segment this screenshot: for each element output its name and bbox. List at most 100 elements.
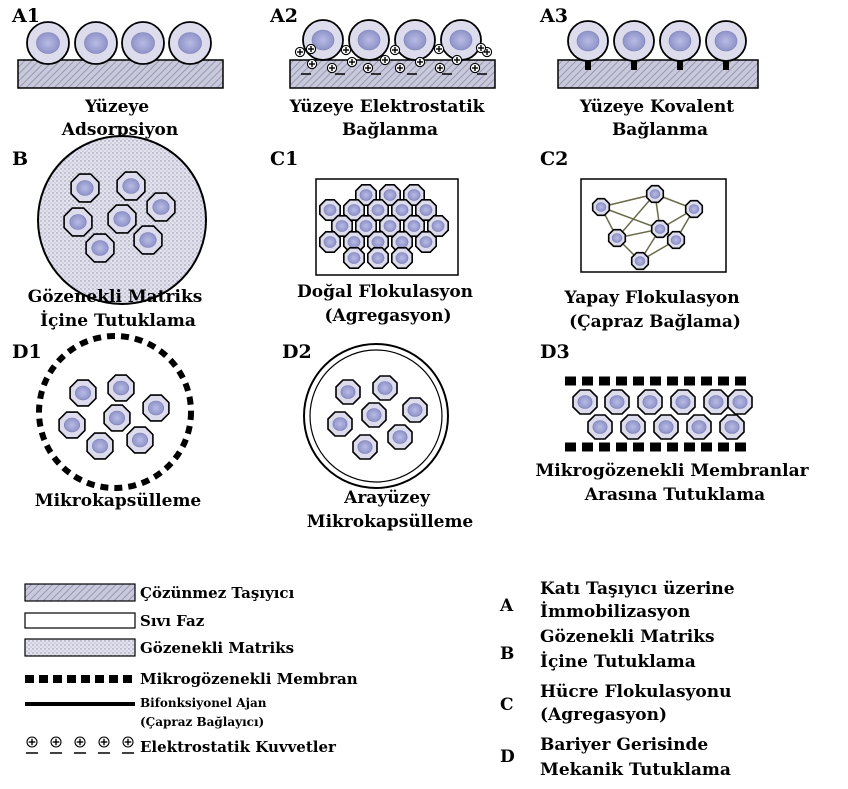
cell [349, 20, 389, 60]
cell [122, 22, 164, 64]
category-letter: B [500, 644, 514, 664]
legend-label: Çözünmez Taşıyıcı [140, 584, 295, 602]
category-letter: D [500, 747, 515, 767]
cell [127, 427, 153, 453]
cell [573, 390, 597, 414]
legend-label: Gözenekli Matriks [140, 639, 294, 657]
category-letter: C [500, 695, 514, 715]
panel-d1-caption-line: Mikrokapsülleme [35, 491, 202, 511]
panel-c1-caption-line: Doğal Flokulasyon [297, 282, 473, 302]
legend-label: Mikrogözenekli Membran [140, 670, 358, 688]
charge-sign [476, 43, 485, 52]
cell [134, 226, 162, 254]
legend: Çözünmez Taşıyıcı Sıvı Faz Gözenekli Mat… [25, 584, 358, 756]
legend-label: Bifonksiyonel Ajan [140, 696, 267, 710]
panel-a2-caption-line: Yüzeye Elektrostatik [289, 97, 486, 117]
category-label: Katı Taşıyıcı üzerine [540, 579, 735, 599]
panel-a3-figure [558, 21, 758, 88]
category-label: İmmobilizasyon [540, 601, 690, 622]
category-label: (Agregasyon) [540, 705, 667, 725]
cell [108, 205, 136, 233]
cell [392, 248, 412, 268]
panel-a2-caption-line: Bağlanma [342, 120, 438, 140]
cell [104, 405, 130, 431]
cell [660, 21, 700, 61]
panel-d2-tag: D2 [282, 341, 312, 363]
panel-a1-tag: A1 [11, 5, 40, 27]
panel-d1-tag: D1 [12, 341, 42, 363]
panel-c2-tag: C2 [540, 148, 568, 170]
cell [362, 403, 386, 427]
panel-b-tag: B [12, 148, 28, 170]
legend-dotted-box-symbol [25, 639, 135, 656]
cell [706, 21, 746, 61]
panel-c2-caption-line: Yapay Flokulasyon [563, 288, 739, 308]
charge-sign [306, 44, 315, 53]
cell [147, 193, 175, 221]
panel-a1-figure [18, 22, 223, 88]
category-label: İçine Tutuklama [540, 651, 696, 672]
cell [638, 390, 662, 414]
cell [605, 390, 629, 414]
panel-a1-caption-line: Yüzeye [84, 97, 149, 117]
panel-d2-caption: Arayüzey Mikrokapsülleme [307, 488, 474, 532]
cell [588, 415, 612, 439]
panel-c1-caption-line: (Agregasyon) [325, 306, 452, 326]
cell [373, 376, 397, 400]
panel-b-caption: Gözenekli Matriks İçine Tutuklama [28, 287, 209, 331]
cell [403, 398, 427, 422]
cell [441, 20, 481, 60]
legend-label: Elektrostatik Kuvvetler [140, 738, 337, 756]
panel-b-caption-line: Gözenekli Matriks [28, 287, 203, 307]
charge-sign [435, 63, 444, 72]
cell [169, 22, 211, 64]
panel-d3-figure [565, 381, 752, 447]
charge-sign [363, 63, 372, 72]
charge-sign [390, 45, 399, 54]
panel-b-figure [38, 136, 206, 304]
category-label: Mekanik Tutuklama [540, 760, 731, 780]
cell [614, 21, 654, 61]
charge-sign [341, 45, 350, 54]
cell [344, 248, 364, 268]
charge-sign [307, 59, 316, 68]
cell [647, 186, 664, 203]
charge-sign [347, 57, 356, 66]
panel-a3-caption-line: Yüzeye Kovalent [579, 97, 734, 117]
cell [353, 435, 377, 459]
cell [686, 201, 703, 218]
charge-sign [380, 55, 389, 64]
category-key: A Katı Taşıyıcı üzerine İmmobilizasyon B… [499, 579, 735, 780]
cell [687, 415, 711, 439]
cell [71, 174, 99, 202]
charge-sign [51, 737, 61, 747]
cell [568, 21, 608, 61]
panel-a3-caption-line: Bağlanma [612, 120, 708, 140]
panel-d2-figure [304, 344, 448, 488]
cell [108, 375, 134, 401]
panel-d3-caption-line: Mikrogözenekli Membranlar [535, 461, 809, 481]
cell [652, 221, 669, 238]
cell [64, 208, 92, 236]
cell [27, 22, 69, 64]
category-letter: A [499, 596, 514, 616]
panel-a2-figure [290, 20, 495, 88]
cell [303, 20, 343, 60]
cell [328, 412, 352, 436]
panel-a2-tag: A2 [269, 5, 298, 27]
charge-sign [295, 47, 304, 56]
cell [388, 425, 412, 449]
charge-sign [452, 55, 461, 64]
cell [668, 232, 685, 249]
legend-label: Sıvı Faz [140, 612, 205, 630]
panel-a3-tag: A3 [539, 5, 568, 27]
cell [336, 380, 360, 404]
cell [728, 390, 752, 414]
cell [75, 22, 117, 64]
charge-sign [75, 737, 85, 747]
panel-c1-caption: Doğal Flokulasyon (Agregasyon) [297, 282, 479, 326]
legend-label: (Çapraz Bağlayıcı) [140, 715, 264, 729]
cell [632, 253, 649, 270]
panel-a1-caption: Yüzeye Adsorpsiyon [61, 97, 178, 140]
